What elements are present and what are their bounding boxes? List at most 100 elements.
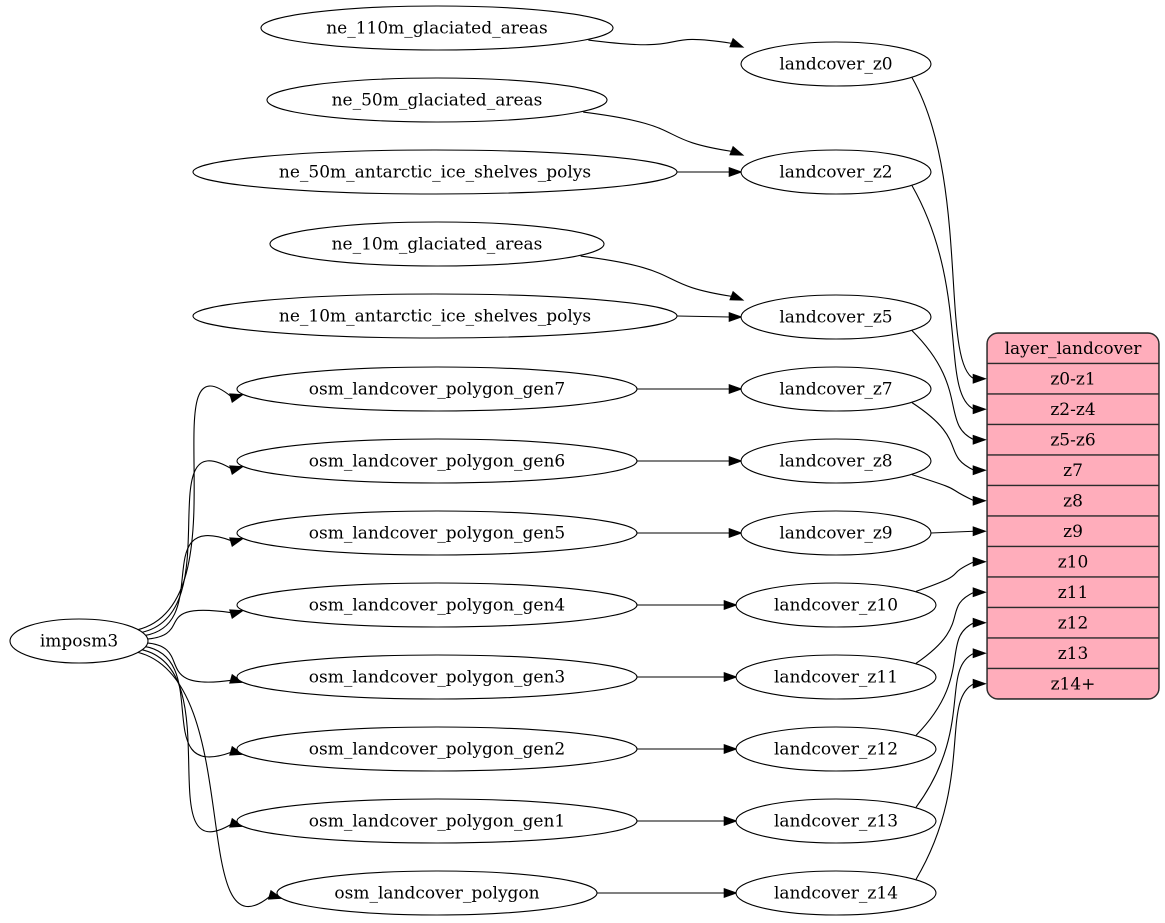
node-osm_landcover_polygon_gen4[interactable]: osm_landcover_polygon_gen4 bbox=[236, 582, 638, 628]
edge-landcover_z5-to-table-z5-z6 bbox=[911, 330, 987, 445]
node-osm_landcover_polygon_gen1[interactable]: osm_landcover_polygon_gen1 bbox=[236, 798, 638, 844]
table-row-z14-[interactable]: z14+ bbox=[987, 667, 1159, 700]
node-label: ne_10m_glaciated_areas bbox=[332, 235, 543, 255]
node-ne_10m_antarctic_ice_shelves_polys[interactable]: ne_10m_antarctic_ice_shelves_polys bbox=[192, 293, 678, 339]
node-label: landcover_z10 bbox=[774, 596, 898, 616]
edge-arrowhead bbox=[972, 587, 987, 598]
edge-imposm3-to-osm_landcover_polygon_gen2 bbox=[143, 645, 245, 758]
edge-arrowhead bbox=[728, 311, 743, 323]
node-landcover_z2[interactable]: landcover_z2 bbox=[740, 149, 932, 195]
edge-line bbox=[915, 652, 975, 808]
node-shape bbox=[740, 294, 932, 340]
node-shape bbox=[266, 77, 608, 123]
edge-landcover_z11-to-table-z11 bbox=[915, 587, 987, 664]
table-cell-label: z8 bbox=[1063, 491, 1083, 511]
table-cell-label: z5-z6 bbox=[1050, 430, 1095, 450]
node-landcover_z12[interactable]: landcover_z12 bbox=[735, 726, 937, 772]
node-ne_10m_glaciated_areas[interactable]: ne_10m_glaciated_areas bbox=[269, 221, 605, 267]
edge-arrowhead bbox=[728, 455, 743, 467]
edge-landcover_z8-to-table-z8 bbox=[911, 474, 987, 506]
table-cell-label: layer_landcover bbox=[1005, 339, 1143, 359]
table-cell-background bbox=[987, 362, 1159, 395]
edge-line bbox=[911, 185, 975, 410]
table-row-z8[interactable]: z8 bbox=[987, 484, 1159, 517]
node-landcover_z8[interactable]: landcover_z8 bbox=[740, 438, 932, 484]
node-landcover_z13[interactable]: landcover_z13 bbox=[735, 798, 937, 844]
edge-line bbox=[580, 255, 732, 297]
table-row-z10[interactable]: z10 bbox=[987, 545, 1159, 578]
node-label: landcover_z13 bbox=[774, 812, 898, 832]
node-ne_50m_antarctic_ice_shelves_polys[interactable]: ne_50m_antarctic_ice_shelves_polys bbox=[192, 149, 678, 195]
node-landcover_z5[interactable]: landcover_z5 bbox=[740, 294, 932, 340]
node-label: landcover_z9 bbox=[779, 524, 892, 544]
edge-line bbox=[915, 591, 975, 664]
node-landcover_z9[interactable]: landcover_z9 bbox=[740, 510, 932, 556]
edge-osm_landcover_polygon_gen4-to-landcover_z10 bbox=[637, 599, 738, 611]
node-osm_landcover_polygon_gen6[interactable]: osm_landcover_polygon_gen6 bbox=[236, 438, 638, 484]
node-imposm3[interactable]: imposm3 bbox=[9, 618, 149, 664]
edge-line bbox=[676, 315, 731, 318]
table-row-z9[interactable]: z9 bbox=[987, 515, 1159, 548]
node-shape bbox=[269, 221, 605, 267]
node-osm_landcover_polygon[interactable]: osm_landcover_polygon bbox=[276, 870, 598, 916]
node-landcover_z7[interactable]: landcover_z7 bbox=[740, 366, 932, 412]
edge-imposm3-to-osm_landcover_polygon_gen7 bbox=[136, 385, 245, 631]
edge-landcover_z12-to-table-z12 bbox=[915, 617, 987, 736]
edge-line bbox=[915, 561, 975, 592]
node-label: landcover_z5 bbox=[779, 308, 892, 328]
node-label: landcover_z2 bbox=[779, 163, 892, 183]
node-shape bbox=[236, 438, 638, 484]
node-osm_landcover_polygon_gen5[interactable]: osm_landcover_polygon_gen5 bbox=[236, 510, 638, 556]
node-landcover_z0[interactable]: landcover_z0 bbox=[740, 41, 932, 87]
edge-landcover_z14-to-table-z14- bbox=[915, 678, 987, 880]
table-row-z0-z1[interactable]: z0-z1 bbox=[987, 362, 1159, 395]
node-shape bbox=[260, 5, 614, 51]
node-label: osm_landcover_polygon_gen7 bbox=[309, 380, 565, 400]
edge-arrowhead bbox=[229, 609, 245, 620]
edge-osm_landcover_polygon-to-landcover_z14 bbox=[597, 887, 738, 899]
table-row-z12[interactable]: z12 bbox=[987, 606, 1159, 639]
node-shape bbox=[276, 870, 598, 916]
edge-arrowhead bbox=[729, 290, 745, 301]
edge-arrowhead bbox=[728, 527, 743, 539]
node-landcover_z10[interactable]: landcover_z10 bbox=[735, 582, 937, 628]
node-label: landcover_z8 bbox=[779, 452, 892, 472]
edge-arrowhead bbox=[972, 678, 987, 689]
node-shape bbox=[735, 582, 937, 628]
edge-landcover_z2-to-table-z2-z4 bbox=[911, 185, 987, 415]
node-shape bbox=[236, 582, 638, 628]
edge-ne_10m_glaciated_areas-to-landcover_z5 bbox=[580, 255, 745, 301]
node-label: landcover_z11 bbox=[774, 668, 898, 688]
edge-arrowhead bbox=[729, 145, 745, 156]
table-row-z11[interactable]: z11 bbox=[987, 576, 1159, 609]
node-label: landcover_z14 bbox=[774, 884, 898, 904]
node-ne_110m_glaciated_areas[interactable]: ne_110m_glaciated_areas bbox=[260, 5, 614, 51]
edge-landcover_z7-to-table-z7 bbox=[911, 402, 987, 476]
table-cell-label: z11 bbox=[1058, 583, 1089, 603]
node-shape bbox=[9, 618, 149, 664]
edge-landcover_z0-to-table-z0-z1 bbox=[911, 77, 987, 384]
edge-arrowhead bbox=[972, 617, 987, 628]
edge-line bbox=[140, 460, 232, 634]
edge-arrowhead bbox=[229, 393, 245, 404]
edge-landcover_z10-to-table-z10 bbox=[915, 556, 987, 592]
table-cell-background bbox=[987, 515, 1159, 548]
node-landcover_z11[interactable]: landcover_z11 bbox=[735, 654, 937, 700]
node-osm_landcover_polygon_gen7[interactable]: osm_landcover_polygon_gen7 bbox=[236, 366, 638, 412]
edge-osm_landcover_polygon_gen2-to-landcover_z12 bbox=[637, 743, 738, 755]
node-osm_landcover_polygon_gen3[interactable]: osm_landcover_polygon_gen3 bbox=[236, 654, 638, 700]
node-landcover_z14[interactable]: landcover_z14 bbox=[735, 870, 937, 916]
table-row-z2-z4[interactable]: z2-z4 bbox=[987, 393, 1159, 426]
table-row-z5-z6[interactable]: z5-z6 bbox=[987, 423, 1159, 456]
node-ne_50m_glaciated_areas[interactable]: ne_50m_glaciated_areas bbox=[266, 77, 608, 123]
edge-line bbox=[143, 645, 232, 758]
node-osm_landcover_polygon_gen2[interactable]: osm_landcover_polygon_gen2 bbox=[236, 726, 638, 772]
table-row-z7[interactable]: z7 bbox=[987, 454, 1159, 487]
table-row-z13[interactable]: z13 bbox=[987, 637, 1159, 670]
edge-line bbox=[911, 77, 975, 380]
table-cell-background bbox=[987, 606, 1159, 639]
node-label: osm_landcover_polygon_gen6 bbox=[309, 452, 565, 472]
